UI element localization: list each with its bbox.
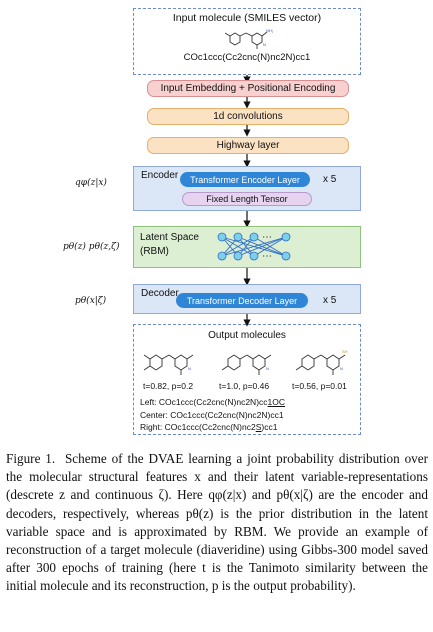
svg-text:N: N (263, 42, 266, 47)
input-smiles: COc1ccc(Cc2cnc(N)nc2N)cc1 (183, 52, 311, 63)
output-molecule-left: N (143, 354, 194, 375)
smiles-right-diff: S (255, 422, 262, 432)
transformer-encoder-layer: Transformer Encoder Layer (180, 172, 310, 187)
encoder-repeat: x 5 (323, 174, 337, 185)
decoder-side-label: pθ(x|ζ) (75, 296, 107, 306)
output-molecules-box (133, 324, 361, 435)
mol1-score: t=0.82, p=0.2 (143, 381, 194, 391)
smiles-right: Right: COc1ccc(Cc2cnc(N)nc2S)cc1 (140, 422, 278, 432)
output-title: Output molecules (208, 330, 286, 341)
encoder-side-label: qφ(z|x) (75, 178, 107, 188)
svg-text:N: N (340, 366, 343, 371)
svg-text:NH₂: NH₂ (266, 28, 274, 33)
mol3-score: t=0.56, p=0.01 (292, 381, 347, 391)
caption-text: Scheme of the DVAE learning a joint prob… (6, 451, 428, 594)
output-molecule-right: N SH (295, 349, 348, 375)
conv-block: 1d convolutions (147, 108, 349, 125)
transformer-decoder-layer: Transformer Decoder Layer (176, 293, 308, 308)
svg-text:N: N (266, 366, 269, 371)
input-molecule-box (133, 8, 361, 75)
smiles-center: Center: COc1ccc(Cc2cnc(N)nc2N)cc1 (140, 410, 284, 420)
figure-caption: Figure 1. Scheme of the DVAE learning a … (6, 450, 428, 596)
decoder-repeat: x 5 (323, 295, 337, 306)
latent-side-label: pθ(z) pθ(z,ζ) (63, 242, 120, 252)
highway-block: Highway layer (147, 137, 349, 154)
input-molecule-structure: N NH₂ (224, 28, 274, 49)
smiles-left-diff: 1OC (267, 397, 286, 407)
latent-subtitle: (RBM) (140, 246, 169, 257)
svg-text:N: N (188, 366, 191, 371)
rbm-ellipsis-bottom: ⋯ (262, 251, 272, 262)
smiles-left: Left: COc1ccc(Cc2cnc(N)nc2N)cc1OC (140, 397, 286, 407)
svg-text:SH: SH (342, 349, 348, 354)
input-embedding-block: Input Embedding + Positional Encoding (147, 80, 349, 97)
fixed-length-tensor: Fixed Length Tensor (182, 192, 312, 206)
encoder-title: Encoder (141, 170, 179, 181)
output-molecule-center: N (221, 354, 272, 375)
latent-title: Latent Space (140, 232, 199, 243)
rbm-ellipsis-top: ⋯ (262, 232, 272, 243)
input-box-title: Input molecule (SMILES vector) (172, 12, 322, 24)
caption-label: Figure 1. (6, 451, 56, 466)
rbm-graph: ⋯ ⋯ (217, 232, 291, 262)
mol2-score: t=1.0, p=0.46 (219, 381, 270, 391)
decoder-title: Decoder (141, 288, 179, 299)
